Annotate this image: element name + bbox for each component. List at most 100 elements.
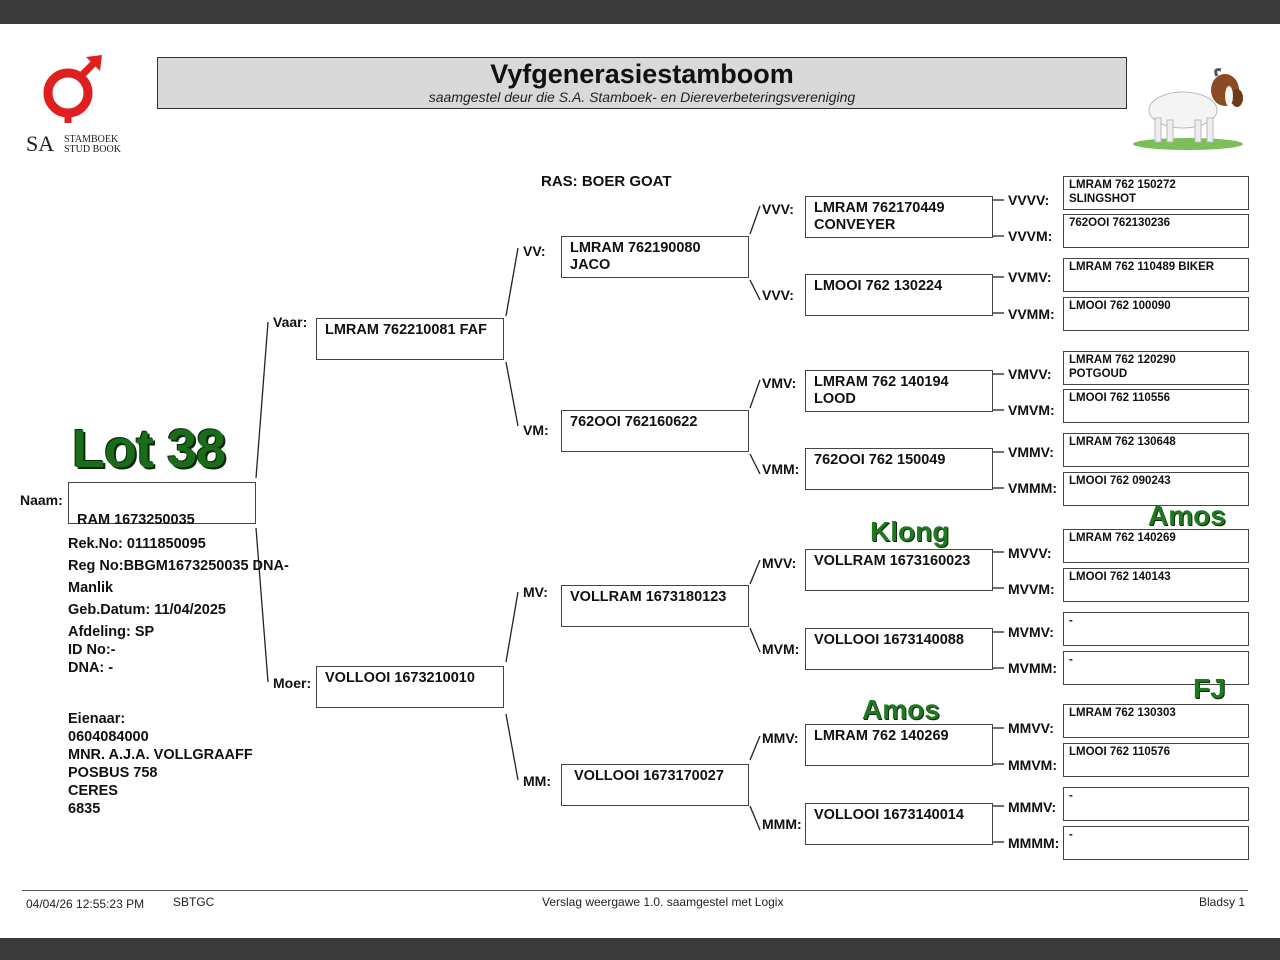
- mmmv-box: -: [1063, 787, 1249, 821]
- annotation-amos-top: Amos: [1148, 500, 1226, 531]
- sire-name: LMRAM 762210081 FAF: [325, 322, 487, 338]
- vvmm-name: LMOOI 762 100090: [1069, 300, 1171, 312]
- mmmm-label: MMMM:: [1008, 835, 1060, 851]
- page-subtitle: saamgestel deur die S.A. Stamboek- en Di…: [428, 89, 856, 105]
- mmvm-label: MMVM:: [1008, 757, 1057, 773]
- footer-report: Verslag weergawe 1.0. saamgestel met Log…: [542, 895, 784, 909]
- vv-label: VV:: [523, 243, 546, 259]
- animal-info: Rek.No: 0111850095 Reg No:BBGM1673250035…: [68, 535, 289, 677]
- logo-studbook: STUD BOOK: [64, 144, 121, 155]
- vvvm-box: 762OOI 762130236: [1063, 214, 1249, 248]
- mm-label: MM:: [523, 773, 551, 789]
- vvmv-box: LMRAM 762 110489 BIKER: [1063, 258, 1249, 292]
- vmv-box: LMRAM 762 140194 LOOD: [805, 370, 993, 412]
- vv-box: LMRAM 762190080 JACO: [561, 236, 749, 278]
- mv-box: VOLLRAM 1673180123: [561, 585, 749, 627]
- vmvm-name: LMOOI 762 110556: [1069, 392, 1171, 404]
- mmm-label: MMM:: [762, 816, 802, 832]
- mmvv-label: MMVV:: [1008, 720, 1054, 736]
- afdeling: Afdeling: SP: [68, 624, 155, 640]
- birth-date: Geb.Datum: 11/04/2025: [68, 602, 226, 618]
- mmmm-box: -: [1063, 826, 1249, 860]
- owner-name: MNR. A.J.A. VOLLGRAAFF: [68, 747, 253, 763]
- vvmm-box: LMOOI 762 100090: [1063, 297, 1249, 331]
- vvmv-label: VVMV:: [1008, 269, 1052, 285]
- vmm-label: VMM:: [762, 461, 800, 477]
- logo-sa-text: SA: [26, 131, 55, 156]
- mv-name: VOLLRAM 1673180123: [570, 589, 727, 605]
- vv-name: LMRAM 762190080 JACO: [570, 240, 701, 273]
- vmmv-label: VMMV:: [1008, 444, 1054, 460]
- vvvv-box: LMRAM 762 150272 SLINGSHOT: [1063, 176, 1249, 210]
- name-label: Naam:: [20, 492, 63, 508]
- owner-postcode: 6835: [68, 801, 101, 817]
- vmvv-label: VMVV:: [1008, 366, 1052, 382]
- mmvv-box: LMRAM 762 130303: [1063, 704, 1249, 738]
- vmvm-box: LMOOI 762 110556: [1063, 389, 1249, 423]
- mv-label: MV:: [523, 584, 548, 600]
- rek-no: Rek.No: 0111850095: [68, 536, 206, 552]
- mm-box: VOLLOOI 1673170027: [561, 764, 749, 806]
- breed-label: RAS: BOER GOAT: [541, 173, 672, 190]
- mmv-label: MMV:: [762, 730, 799, 746]
- boer-goat-image: [1133, 68, 1243, 150]
- owner-label: Eienaar:: [68, 711, 126, 727]
- mvm-name: VOLLOOI 1673140088: [814, 632, 964, 648]
- sex: Manlik: [68, 580, 114, 596]
- mvvm-name: LMOOI 762 140143: [1069, 571, 1171, 583]
- mmvm-name: LMOOI 762 110576: [1069, 746, 1171, 758]
- title-box: Vyfgenerasiestamboom saamgestel deur die…: [157, 57, 1127, 109]
- vmm-box: 762OOI 762 150049: [805, 448, 993, 490]
- footer-divider: [22, 890, 1248, 891]
- vmmm-box: LMOOI 762 090243: [1063, 472, 1249, 506]
- owner-town: CERES: [68, 783, 118, 799]
- mm-name: VOLLOOI 1673170027: [574, 768, 724, 784]
- vm-box: 762OOI 762160622: [561, 410, 749, 452]
- mvv-name: VOLLRAM 1673160023: [814, 553, 971, 569]
- vmvv-name: LMRAM 762 120290 POTGOUD: [1069, 354, 1176, 380]
- mvm-box: VOLLOOI 1673140088: [805, 628, 993, 670]
- owner-number: 0604084000: [68, 729, 149, 745]
- mmm-name: VOLLOOI 1673140014: [814, 807, 964, 823]
- dna: DNA: -: [68, 660, 114, 676]
- mmmm-name: -: [1069, 829, 1073, 841]
- vvvv-label: VVVV:: [1008, 192, 1050, 208]
- dam-label: Moer:: [273, 675, 312, 691]
- mmmv-label: MMMV:: [1008, 799, 1057, 815]
- mmvm-box: LMOOI 762 110576: [1063, 743, 1249, 777]
- mvvv-box: LMRAM 762 140269: [1063, 529, 1249, 563]
- mvm-label: MVM:: [762, 641, 800, 657]
- mvvm-label: MVVM:: [1008, 581, 1055, 597]
- vvvv-name: LMRAM 762 150272 SLINGSHOT: [1069, 179, 1176, 205]
- reg-no: Reg No:BBGM1673250035 DNA-: [68, 558, 289, 574]
- mvvv-name: LMRAM 762 140269: [1069, 532, 1176, 544]
- vmm-name: 762OOI 762 150049: [814, 452, 946, 468]
- vm-label: VM:: [523, 422, 549, 438]
- vvmm-label: VVMM:: [1008, 306, 1055, 322]
- vmv-name: LMRAM 762 140194 LOOD: [814, 374, 949, 407]
- mvmv-box: -: [1063, 612, 1249, 646]
- sire-label: Vaar:: [273, 314, 308, 330]
- vmmm-label: VMMM:: [1008, 480, 1057, 496]
- vvm-box: LMOOI 762 130224: [805, 274, 993, 316]
- mvmm-name: -: [1069, 654, 1073, 666]
- annotation-klong: Klong: [870, 516, 950, 547]
- vmvm-label: VMVM:: [1008, 402, 1055, 418]
- vmv-label: VMV:: [762, 375, 797, 391]
- subject-box: RAM 1673250035: [68, 482, 256, 528]
- bottom-dark-bar: [0, 938, 1280, 960]
- mvv-box: VOLLRAM 1673160023: [805, 549, 993, 591]
- dam-name: VOLLOOI 1673210010: [325, 670, 475, 686]
- vvv-box: LMRAM 762170449 CONVEYER: [805, 196, 993, 238]
- mvmm-box: -: [1063, 651, 1249, 685]
- top-dark-bar: [0, 0, 1280, 24]
- mmvv-name: LMRAM 762 130303: [1069, 707, 1176, 719]
- page-title: Vyfgenerasiestamboom: [490, 59, 794, 89]
- mvv-label: MVV:: [762, 555, 797, 571]
- owner-address: POSBUS 758: [68, 765, 158, 781]
- footer-code: SBTGC: [173, 895, 215, 909]
- mvmv-label: MVMV:: [1008, 624, 1054, 640]
- mvvv-label: MVVV:: [1008, 545, 1052, 561]
- annotation-amos-bottom: Amos: [862, 694, 940, 725]
- mvmv-name: -: [1069, 615, 1073, 627]
